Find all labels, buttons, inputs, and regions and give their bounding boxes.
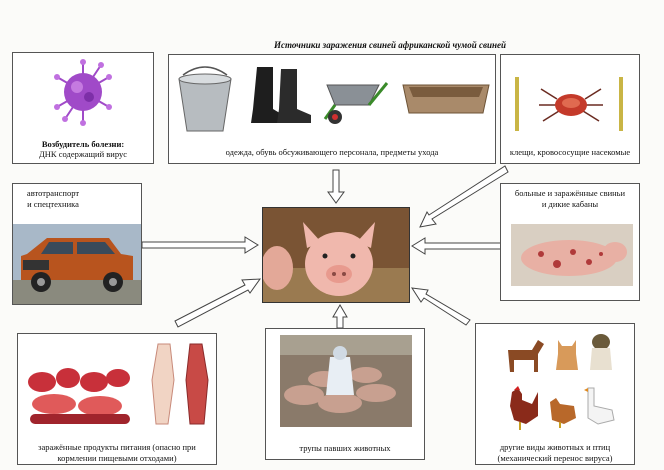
- right-bar-decor: [619, 77, 623, 131]
- animals-label-line2: (механический перенос вируса): [476, 453, 634, 463]
- arrow-from-carcasses: [333, 305, 347, 328]
- rooster-icon: [504, 386, 540, 430]
- bucket-icon: [175, 65, 235, 135]
- cat-icon: [554, 336, 580, 372]
- wheelbarrow-icon: [321, 75, 391, 127]
- virus-label-bold: Возбудитель болезни:: [13, 139, 153, 149]
- sick-pigs-label-line1: больные и заражённые свиньи: [501, 188, 639, 198]
- boots-icon: [247, 63, 317, 129]
- arrow-from-sick-pigs: [412, 238, 505, 254]
- animals-label-line1: другие виды животных и птиц: [476, 442, 634, 452]
- arrow-from-ticks: [420, 166, 508, 227]
- sick-pig-icon: [511, 224, 633, 286]
- left-bar-decor: [515, 77, 519, 131]
- trough-icon: [401, 81, 491, 117]
- transport-label-line2: и спецтехника: [13, 199, 93, 209]
- source-clothing-box: одежда, обувь обсуживающего персонала, п…: [168, 54, 496, 164]
- arrow-from-food: [175, 279, 260, 327]
- carcasses-icon: [280, 335, 412, 427]
- arrow-from-transport: [142, 237, 258, 253]
- transport-label-line1: автотранспорт: [13, 188, 93, 198]
- sausages-icon: [24, 364, 134, 428]
- arrow-from-clothing: [328, 170, 344, 203]
- hen-icon: [546, 392, 578, 428]
- food-label-line1: заражённые продукты питания (опасно при: [18, 442, 216, 452]
- horse-icon: [502, 334, 546, 374]
- sick-pigs-label-line2: и дикие кабаны: [501, 199, 639, 209]
- arrow-from-animals: [412, 288, 470, 325]
- source-transport-box: автотранспорт и спецтехника: [12, 183, 142, 305]
- virus-label: ДНК содержащий вирус: [13, 149, 153, 159]
- carcasses-label: трупы павших животных: [266, 443, 424, 453]
- central-pig-image: [262, 207, 410, 303]
- carcass-meat-icon: [150, 340, 214, 426]
- virus-icon: [51, 57, 115, 127]
- source-animals-box: другие виды животных и птиц (механически…: [475, 323, 635, 465]
- food-label-line2: кормлении пищевыми отходами): [18, 453, 216, 463]
- pig-icon: [263, 208, 409, 302]
- source-food-box: заражённые продукты питания (опасно при …: [17, 333, 217, 465]
- source-carcasses-box: трупы павших животных: [265, 328, 425, 460]
- source-virus-box: Возбудитель болезни: ДНК содержащий виру…: [12, 52, 154, 164]
- dog-icon: [586, 332, 616, 372]
- goose-icon: [582, 384, 618, 430]
- clothing-label: одежда, обувь обсуживающего персонала, п…: [169, 147, 495, 157]
- source-sick-pigs-box: больные и заражённые свиньи и дикие каба…: [500, 183, 640, 301]
- car-icon: [13, 224, 141, 304]
- source-ticks-box: клещи, кровососущие насекомые: [500, 54, 640, 164]
- tick-icon: [537, 85, 605, 125]
- ticks-label: клещи, кровососущие насекомые: [501, 147, 639, 157]
